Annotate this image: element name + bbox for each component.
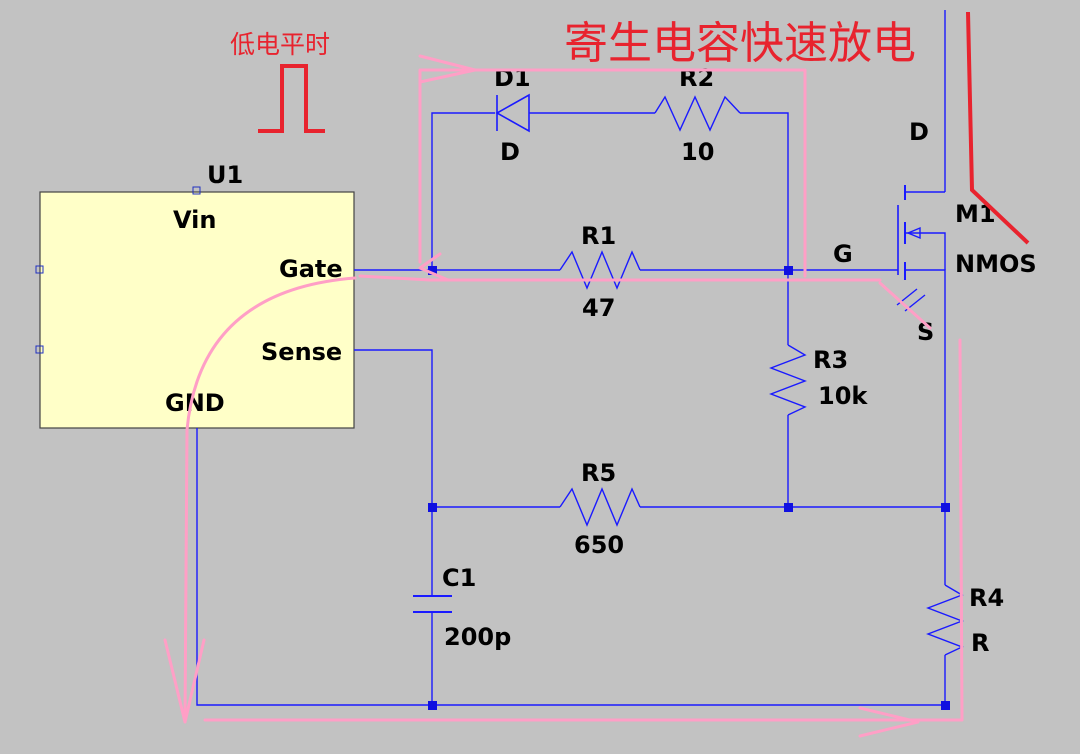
resistor-zigzag (654, 95, 741, 132)
resistor-r3: R3 10k (769, 344, 868, 416)
ic-pin-vin-label: Vin (173, 206, 216, 234)
resistor-zigzag (926, 584, 964, 656)
resistor-r5: R5 650 (559, 459, 641, 559)
mosfet-body-lead (905, 232, 946, 270)
wire-gnd (196, 428, 945, 706)
ic-pin-marker-left-2 (35, 345, 44, 354)
ic-ref-label: U1 (207, 161, 243, 189)
c1-ref-label: C1 (442, 564, 476, 592)
mosfet-source-label: S (917, 318, 934, 346)
diode-d1: D1 D (494, 64, 531, 166)
r4-value-label: R (971, 629, 989, 657)
ic-pin-sense-label: Sense (261, 338, 342, 366)
mosfet-drain-label: D (909, 118, 929, 146)
r5-ref-label: R5 (581, 459, 616, 487)
resistor-zigzag (769, 344, 807, 416)
arrowhead-gate-node (418, 252, 450, 282)
node-r5-c1 (428, 503, 437, 512)
ic-pin-marker-left-1 (35, 265, 44, 274)
arrowhead-bottom-right (858, 706, 920, 738)
wire-r2-right (740, 112, 789, 270)
r2-value-label: 10 (681, 138, 714, 166)
path-ic-to-gnd (183, 276, 357, 722)
node-gnd-c1 (428, 701, 437, 710)
ic-u1: U1 Vin Gate Sense GND (35, 161, 355, 429)
d1-value-label: D (500, 138, 520, 166)
r1-value-label: 47 (582, 294, 615, 322)
wire-sense (354, 349, 433, 595)
path-gate-to-ic (358, 274, 882, 282)
low-level-annotation: 低电平时 (230, 30, 330, 59)
junction-nodes (428, 266, 950, 710)
wires (196, 10, 946, 706)
r4-ref-label: R4 (969, 584, 1004, 612)
mosfet-type-label: NMOS (955, 250, 1037, 278)
discharge-title: 寄生电容快速放电 (564, 18, 916, 69)
mosfet-m1: D G S M1 NMOS (833, 118, 1037, 346)
diode-symbol (495, 93, 530, 133)
r5-value-label: 650 (574, 531, 624, 559)
resistor-r1: R1 47 (559, 222, 641, 322)
node-gate-d1 (428, 266, 437, 275)
discharge-current-path (163, 54, 964, 738)
node-r5-source (941, 503, 950, 512)
capacitor-c1: C1 200p (413, 564, 511, 651)
c1-value-label: 200p (444, 623, 511, 651)
r1-ref-label: R1 (581, 222, 616, 250)
switch-off-mark (966, 11, 1030, 245)
mosfet-source-lead (905, 269, 946, 282)
resistor-r4: R4 R (926, 584, 1004, 657)
arrowhead-gnd (163, 638, 206, 724)
ic-pin-marker-top (192, 186, 201, 195)
r3-value-label: 10k (818, 382, 868, 410)
node-gnd-r4 (941, 701, 950, 710)
mosfet-gate-label: G (833, 240, 853, 268)
r3-ref-label: R3 (813, 346, 848, 374)
ic-pin-gate-label: Gate (279, 255, 343, 283)
path-over-d1-r2 (418, 68, 807, 278)
path-gate-to-source (878, 281, 932, 330)
resistor-r2: R2 10 (654, 64, 741, 166)
d1-ref-label: D1 (494, 64, 531, 92)
arrowhead-top-left (418, 54, 477, 84)
ic-body (39, 191, 355, 429)
node-r5-r3 (784, 503, 793, 512)
wire-d1-left (431, 112, 495, 270)
node-gate-r3 (784, 266, 793, 275)
resistor-zigzag (559, 250, 641, 290)
red-annotations: 低电平时 寄生电容快速放电 (230, 11, 1030, 245)
resistor-zigzag (559, 487, 641, 527)
pulse-waveform-icon (258, 64, 325, 133)
mosfet-arrow (906, 226, 921, 240)
path-source-to-gnd (203, 338, 964, 722)
